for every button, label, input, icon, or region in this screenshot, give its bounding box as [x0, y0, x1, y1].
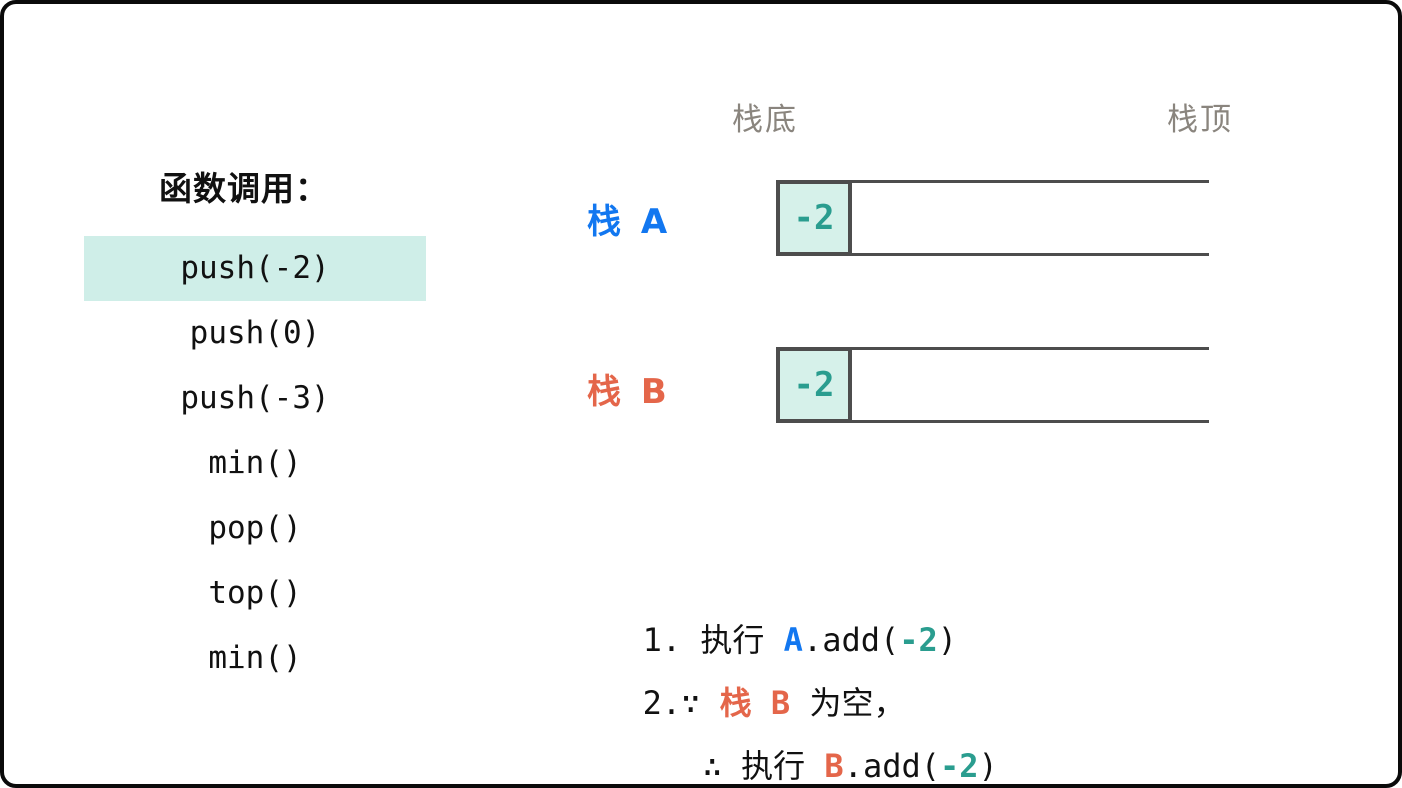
explanation-line-3: ∴ 执行 B.add(-2): [527, 672, 998, 784]
stack-top-label: 栈顶: [1167, 102, 1233, 138]
explanation-line-2: 2.∵ 栈 B 为空，: [527, 609, 998, 722]
step-number: 1.: [642, 621, 682, 659]
stack-b-name: 栈 B: [587, 372, 671, 412]
method-text: .add(: [802, 621, 900, 659]
verb-text: 执行: [681, 621, 784, 659]
stack-b-cell: -2: [776, 347, 852, 423]
therefore-symbol: ∴: [702, 747, 742, 785]
stack-b-track-top-line: [776, 347, 1209, 350]
function-call-item-current: push(-2): [84, 236, 426, 301]
function-call-item: top(): [208, 575, 302, 611]
stack-a-cell: -2: [776, 180, 852, 256]
stack-a-track-bottom-line: [776, 253, 1209, 256]
pushed-value: -2: [940, 747, 979, 785]
function-call-item: min(): [208, 640, 302, 676]
stack-bottom-label: 栈底: [732, 102, 798, 138]
stack-a-track-top-line: [776, 180, 1209, 183]
pushed-value: -2: [899, 621, 938, 659]
explanation-block: 1. 执行 A.add(-2) 2.∵ 栈 B 为空， ∴ 执行 B.add(-…: [527, 546, 998, 784]
because-symbol: ∵: [681, 684, 720, 722]
close-paren: ): [937, 621, 958, 659]
condition-text: 为空，: [790, 684, 906, 722]
step-number: 2.: [642, 684, 682, 722]
stack-b-ref: B: [824, 747, 844, 785]
stack-b-track-bottom-line: [776, 420, 1209, 423]
method-text: .add(: [843, 747, 940, 785]
function-call-list: push(-2) push(0) push(-3) min() pop() to…: [84, 236, 426, 691]
stack-a-ref: A: [783, 621, 803, 659]
function-call-item: min(): [208, 445, 302, 481]
verb-text: 执行: [741, 747, 825, 785]
close-paren: ): [978, 747, 998, 785]
function-call-item: push(-3): [180, 380, 330, 416]
function-calls-title: 函数调用：: [159, 169, 329, 208]
function-call-item: pop(): [208, 510, 302, 546]
stack-b-ref: 栈 B: [719, 684, 791, 722]
function-call-item: push(0): [189, 315, 321, 351]
explanation-line-1: 1. 执行 A.add(-2): [527, 546, 998, 659]
stack-a-name: 栈 A: [587, 202, 672, 242]
